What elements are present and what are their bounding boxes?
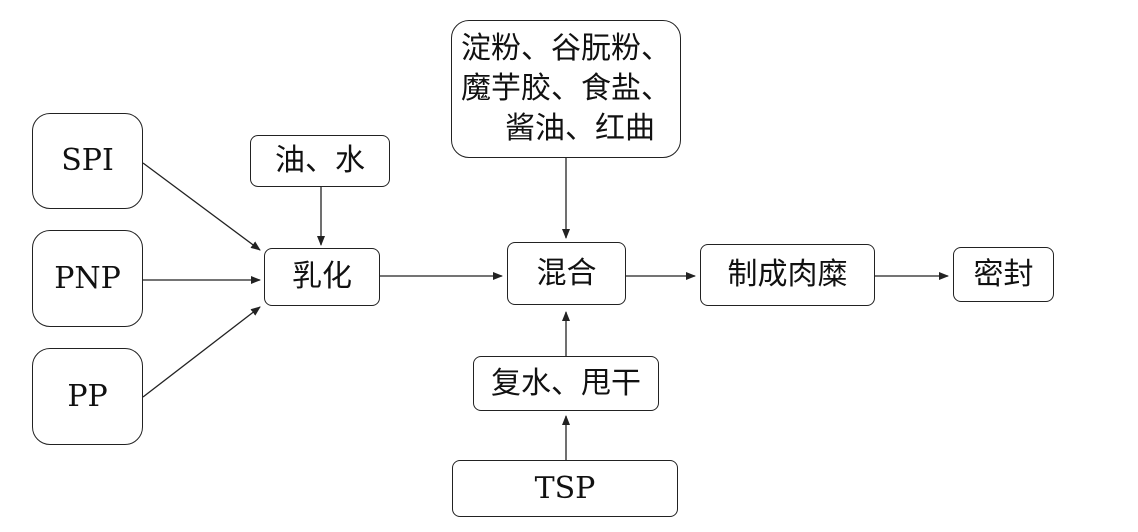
node-seal: 密封 (953, 247, 1054, 302)
node-spi: SPI (32, 113, 143, 209)
node-additives-line-2: 魔芋胶、食盐、 (461, 71, 671, 106)
node-rehydrate-label: 复水、甩干 (491, 365, 641, 401)
node-tsp: TSP (452, 460, 678, 517)
node-pp-label: PP (67, 378, 108, 414)
node-mince: 制成肉糜 (700, 244, 875, 306)
node-additives-line-3: 酱油、红曲 (505, 111, 655, 146)
node-mix-label: 混合 (536, 255, 597, 291)
arrow-pp-to-emulsify (142, 306, 261, 398)
node-emulsify: 乳化 (264, 248, 380, 306)
node-oil-water-label: 油、水 (275, 143, 365, 178)
node-pnp: PNP (32, 230, 143, 327)
node-seal-label: 密封 (973, 256, 1034, 292)
node-rehydrate: 复水、甩干 (473, 356, 659, 411)
node-mix: 混合 (507, 242, 626, 305)
arrow-spi-to-emulsify (142, 162, 261, 251)
node-additives: 淀粉、谷朊粉、 魔芋胶、食盐、 酱油、红曲 (451, 20, 681, 158)
node-spi-label: SPI (61, 143, 114, 178)
node-additives-line-1: 淀粉、谷朊粉、 (461, 31, 671, 66)
node-oil-water: 油、水 (250, 135, 390, 187)
node-tsp-label: TSP (534, 470, 596, 506)
node-pnp-label: PNP (54, 260, 121, 296)
node-pp: PP (32, 348, 143, 445)
node-mince-label: 制成肉糜 (727, 257, 848, 292)
node-emulsify-label: 乳化 (292, 259, 352, 294)
